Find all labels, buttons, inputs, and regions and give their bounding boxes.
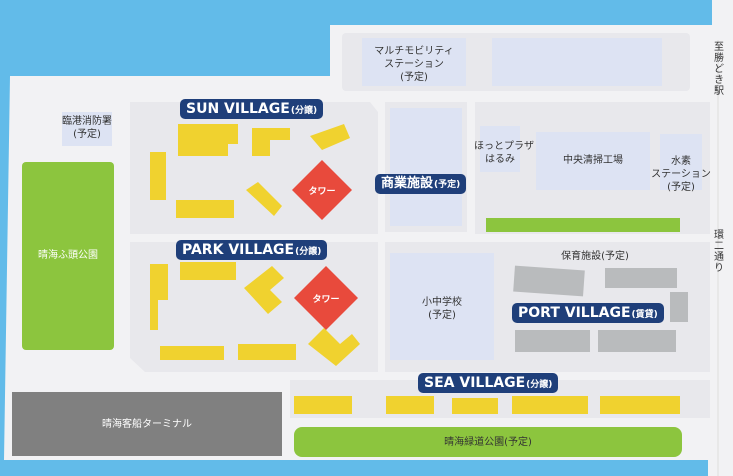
hydrogen-line2: ステーション xyxy=(651,169,711,180)
kachidoki-direction-label: 至勝どき駅 xyxy=(714,42,724,97)
residential-building xyxy=(512,396,588,414)
rental-building xyxy=(605,268,677,288)
harumi-ryokudo-park xyxy=(294,427,682,457)
residential-building xyxy=(180,262,236,280)
school-lot xyxy=(390,253,494,360)
port-village-suffix: (賃貸) xyxy=(631,310,658,320)
sea-village-badge[interactable]: SEA VILLAGE(分譲) xyxy=(418,373,559,393)
residential-building xyxy=(452,398,498,414)
rental-building xyxy=(598,330,676,352)
rental-building xyxy=(513,265,585,297)
hydrogen-line3: (予定) xyxy=(667,182,695,193)
port-village-badge[interactable]: PORT VILLAGE(賃貸) xyxy=(512,303,664,323)
cleaning-plant-lot xyxy=(536,132,650,190)
school-label: 小中学校 (予定) xyxy=(390,296,494,322)
fire-station-lot xyxy=(62,112,112,146)
residential-building xyxy=(238,344,296,360)
hydrogen-station-label: 水素 ステーション (予定) xyxy=(650,155,712,194)
park-tower xyxy=(294,266,358,330)
mobility-line2: ステーション xyxy=(384,59,444,70)
residential-building xyxy=(308,328,360,366)
school-line2: (予定) xyxy=(428,310,456,321)
rental-building xyxy=(670,292,688,322)
commercial-name: 商業施設 xyxy=(381,176,434,191)
plaza-line1: ほっとプラザ xyxy=(474,141,534,152)
sea-village-name: SEA VILLAGE xyxy=(424,375,526,391)
sea-village-suffix: (分譲) xyxy=(526,380,553,390)
park-village-badge[interactable]: PARK VILLAGE(分譲) xyxy=(176,240,328,260)
plaza-line2: はるみ xyxy=(485,154,515,165)
residential-building xyxy=(252,128,290,156)
commercial-suffix: (予定) xyxy=(434,180,461,190)
residential-building xyxy=(176,200,234,218)
fire-line1: 臨港消防署 xyxy=(62,116,112,127)
residential-building xyxy=(160,346,224,360)
residential-building xyxy=(386,396,434,414)
park-village-suffix: (分譲) xyxy=(295,247,322,257)
residential-building xyxy=(150,264,168,330)
sun-village-badge[interactable]: SUN VILLAGE(分譲) xyxy=(180,99,324,119)
residential-building xyxy=(310,124,350,150)
hot-plaza-lot xyxy=(480,126,520,172)
passenger-terminal xyxy=(12,392,282,456)
residential-building xyxy=(244,266,284,314)
harumi-futo-park xyxy=(22,162,114,350)
rental-building xyxy=(515,330,590,352)
sun-tower-label: タワー xyxy=(308,187,336,197)
park-futo-label: 晴海ふ頭公園 xyxy=(38,250,98,261)
sun-tower xyxy=(292,160,352,220)
commercial-badge[interactable]: 商業施設(予定) xyxy=(375,174,467,194)
residential-building xyxy=(150,152,166,200)
terminal-label: 晴海客船ターミナル xyxy=(102,419,192,430)
residential-building xyxy=(246,182,282,216)
sun-village-suffix: (分譲) xyxy=(290,106,318,116)
park-tower-label: タワー xyxy=(312,295,340,305)
mobility-line1: マルチモビリティ xyxy=(374,46,454,57)
hot-plaza-label: ほっとプラザ はるみ xyxy=(474,140,534,166)
school-line1: 小中学校 xyxy=(422,297,462,308)
hydrogen-station-lot xyxy=(660,134,702,190)
park-village-name: PARK VILLAGE xyxy=(182,242,295,258)
kanni-road-label: 環二通り xyxy=(714,230,724,274)
nursery-label: 保育施設(予定) xyxy=(561,251,629,262)
fire-station-label: 臨港消防署 (予定) xyxy=(52,115,122,141)
mobility-station-label: マルチモビリティ ステーション (予定) xyxy=(362,45,466,84)
residential-building xyxy=(600,396,680,414)
sun-village-block xyxy=(130,102,378,234)
mobility-line3: (予定) xyxy=(400,72,428,83)
commercial-lot xyxy=(390,108,462,226)
fire-line2: (予定) xyxy=(73,129,101,140)
green-strip xyxy=(486,218,680,232)
north-lot xyxy=(492,38,662,86)
port-village-name: PORT VILLAGE xyxy=(518,305,631,321)
residential-building xyxy=(178,124,238,156)
residential-building xyxy=(294,396,352,414)
mobility-station-lot xyxy=(362,38,466,86)
ryokudo-park-label: 晴海緑道公園(予定) xyxy=(444,437,532,448)
sun-village-name: SUN VILLAGE xyxy=(186,101,290,117)
cleaning-plant-label: 中央清掃工場 xyxy=(563,155,623,166)
hydrogen-line1: 水素 xyxy=(671,156,691,167)
